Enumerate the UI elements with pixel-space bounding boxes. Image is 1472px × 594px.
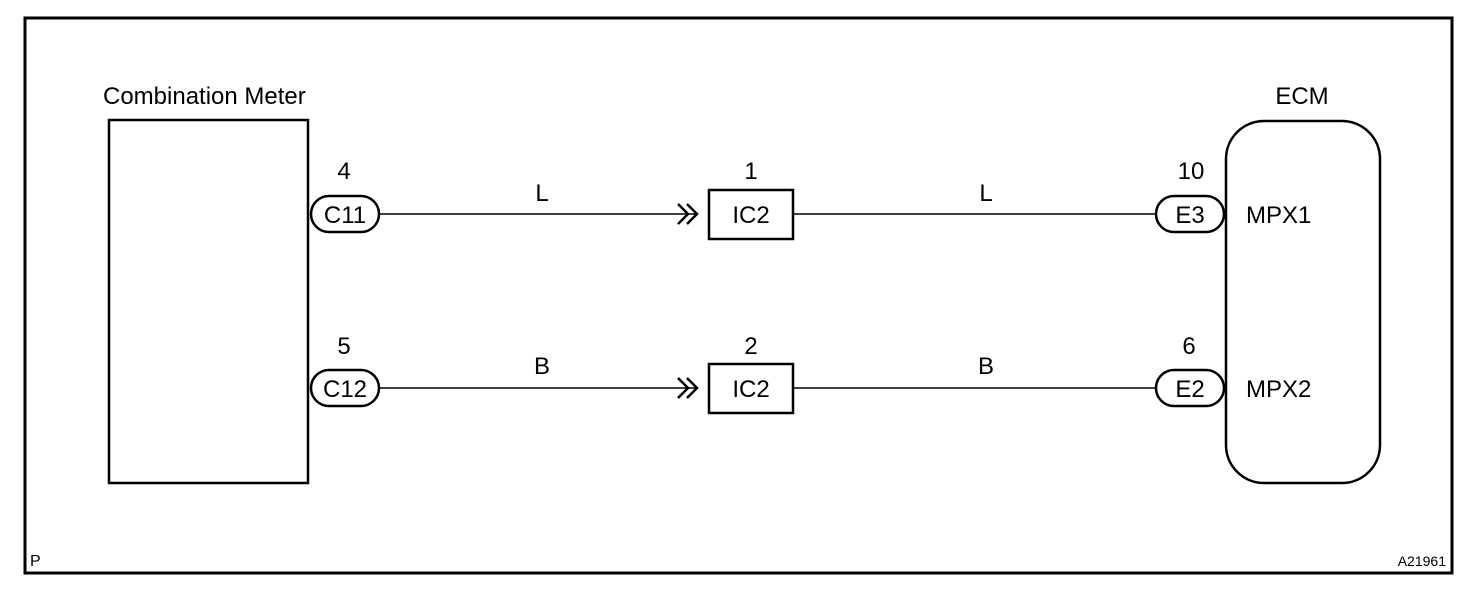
- wire-color-label: B: [534, 353, 550, 380]
- ecm-label: ECM: [1275, 83, 1328, 110]
- junction-connector-label: IC2: [732, 376, 769, 403]
- wire-color-label: L: [535, 180, 548, 207]
- connector-arrow-icon: [677, 203, 699, 225]
- left-connector-label: C11: [324, 202, 366, 229]
- right-connector: [1154, 368, 1226, 408]
- junction-pin-number: 2: [744, 333, 757, 360]
- circuit-row: 4 C11 L 1 IC2 L 10 E3 MPX1: [309, 158, 1311, 241]
- combination-meter-box: [107, 118, 310, 485]
- wire-color-label: L: [979, 180, 992, 207]
- left-pin-number: 5: [337, 333, 350, 360]
- right-connector-label: E3: [1175, 202, 1204, 229]
- diagram-frame: [23, 16, 1454, 575]
- right-connector-label: E2: [1175, 376, 1204, 403]
- circuit-row: 5 C12 B 2 IC2 B 6 E2 MPX2: [309, 333, 1311, 415]
- ecm-terminal-label: MPX1: [1246, 202, 1311, 229]
- left-connector-label: C12: [323, 376, 367, 403]
- junction-connector-label: IC2: [732, 202, 769, 229]
- wire-color-label: B: [978, 353, 994, 380]
- ecm-box: [1224, 119, 1382, 485]
- right-pin-number: 6: [1182, 333, 1195, 360]
- combination-meter-label: Combination Meter: [103, 83, 306, 110]
- ecm-terminal-label: MPX2: [1246, 376, 1311, 403]
- figure-id: A21961: [1398, 553, 1446, 569]
- left-pin-number: 4: [337, 158, 350, 185]
- right-connector: [1154, 194, 1226, 234]
- corner-label: P: [30, 553, 41, 570]
- junction-pin-number: 1: [744, 158, 757, 185]
- right-pin-number: 10: [1178, 158, 1205, 185]
- connector-arrow-icon: [677, 377, 699, 399]
